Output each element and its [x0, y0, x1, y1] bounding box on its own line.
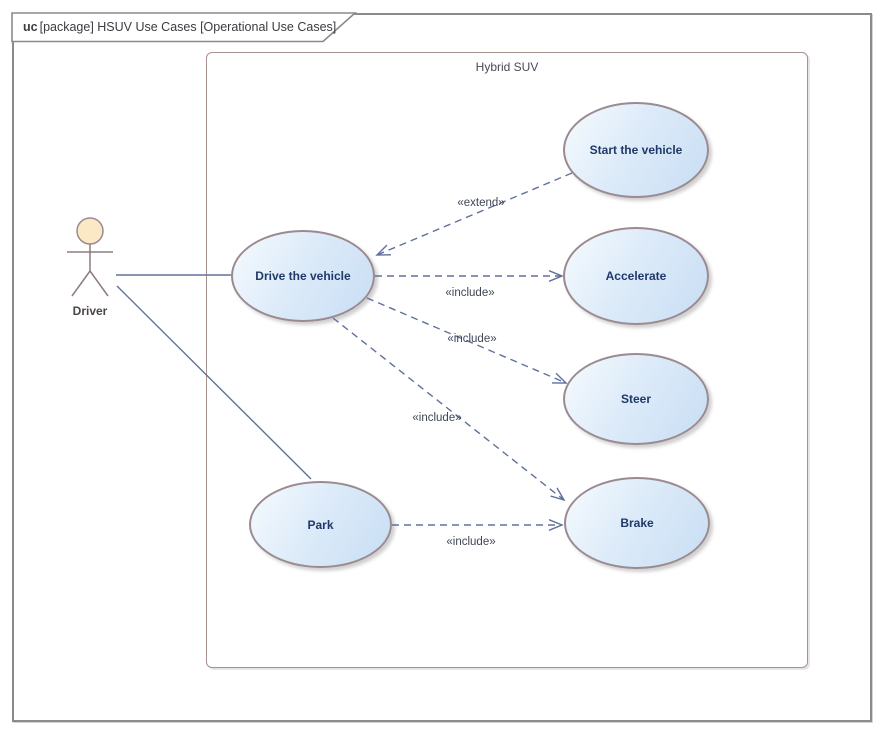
use-case-label: Accelerate [605, 269, 667, 283]
frame-title-text: [package] HSUV Use Cases [Operational Us… [39, 20, 337, 34]
use-case-steer[interactable]: Steer [563, 353, 709, 445]
actor-driver-label: Driver [72, 304, 108, 318]
frame-title: uc[package] HSUV Use Cases [Operational … [23, 20, 336, 34]
stereotype-include-label: «include» [412, 412, 462, 424]
use-case-start-the-vehicle[interactable]: Start the vehicle [563, 102, 709, 198]
stereotype-include-label: «include» [445, 287, 495, 299]
use-case-drive-the-vehicle[interactable]: Drive the vehicle [231, 230, 375, 322]
use-case-brake[interactable]: Brake [564, 477, 710, 569]
stereotype-include-label: «include» [447, 333, 497, 345]
use-case-park[interactable]: Park [249, 481, 392, 568]
use-case-label: Brake [620, 516, 654, 530]
stereotype-extend-label: «extend» [457, 197, 505, 209]
use-case-label: Park [307, 517, 334, 532]
system-boundary-label: Hybrid SUV [475, 60, 539, 74]
stereotype-include-label: «include» [446, 536, 496, 548]
frame-keyword: uc [23, 20, 38, 34]
use-case-label: Drive the vehicle [255, 269, 351, 283]
use-case-accelerate[interactable]: Accelerate [563, 227, 709, 325]
system-boundary-hybrid-suv[interactable]: Hybrid SUV [206, 52, 808, 668]
use-case-label: Steer [620, 392, 652, 406]
use-case-label: Start the vehicle [589, 143, 683, 157]
uml-frame [12, 13, 872, 722]
